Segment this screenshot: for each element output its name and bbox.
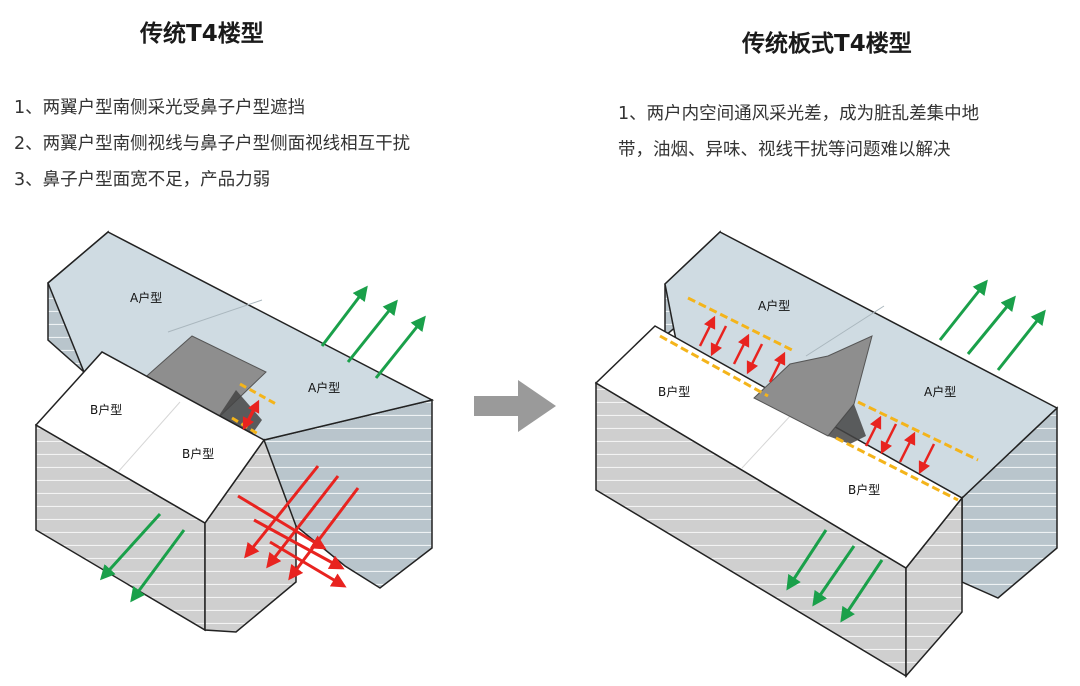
left-notes: 1、两翼户型南侧采光受鼻子户型遮挡 2、两翼户型南侧视线与鼻子户型侧面视线相互干… bbox=[14, 90, 410, 198]
left-red-arrow-1 bbox=[244, 465, 320, 559]
left-label-a1: A户型 bbox=[130, 290, 162, 305]
right-red-arrow-8 bbox=[898, 431, 916, 463]
right-red-arrow-1 bbox=[698, 315, 716, 347]
left-yellow-dash-1 bbox=[239, 382, 277, 406]
left-red-arrow-5 bbox=[253, 518, 345, 570]
right-label-a1: A户型 bbox=[758, 298, 790, 313]
left-a-roof-divider bbox=[167, 299, 263, 333]
right-red-arrow-9 bbox=[918, 443, 936, 475]
right-building: A户型 A户型 B户型 B户型 bbox=[594, 230, 1059, 678]
left-green-arrow-2 bbox=[346, 299, 398, 363]
right-a-roof-divider bbox=[805, 305, 885, 357]
left-green-arrow-4 bbox=[99, 512, 162, 581]
right-green-arrow-2 bbox=[966, 295, 1016, 355]
right-yellow-dash-2 bbox=[659, 334, 769, 398]
right-note-1: 1、两户内空间通风采光差，成为脏乱差集中地 bbox=[618, 104, 980, 124]
right-red-arrow-2 bbox=[710, 325, 728, 357]
right-notes: 1、两户内空间通风采光差，成为脏乱差集中地 带，油烟、异味、视线干扰等问题难以解… bbox=[618, 96, 1066, 168]
right-red-arrow-5 bbox=[768, 351, 786, 383]
left-red-arrow-4 bbox=[237, 494, 327, 550]
right-red-arrow-7 bbox=[880, 423, 898, 455]
right-yellow-dash-1 bbox=[687, 296, 793, 352]
left-red-arrow-2 bbox=[266, 475, 340, 569]
left-note-3: 3、鼻子户型面宽不足，产品力弱 bbox=[14, 170, 271, 190]
right-green-arrow-5 bbox=[812, 545, 856, 607]
left-b-roof-divider bbox=[117, 401, 181, 473]
right-b-roof-divider bbox=[741, 413, 793, 469]
right-yellow-dash-4 bbox=[835, 436, 959, 502]
right-label-b1: B户型 bbox=[658, 384, 690, 399]
left-note-1: 1、两翼户型南侧采光受鼻子户型遮挡 bbox=[14, 98, 306, 118]
right-title: 传统板式T4楼型 bbox=[742, 31, 912, 57]
left-b-wing-roof bbox=[34, 351, 266, 524]
right-red-arrow-3 bbox=[732, 333, 750, 365]
right-red-arrow-6 bbox=[864, 415, 882, 447]
left-label-a2: A户型 bbox=[308, 380, 340, 395]
left-red-arrow-s2 bbox=[242, 403, 258, 431]
left-label-b2: B户型 bbox=[182, 446, 214, 461]
right-core-shadow bbox=[828, 404, 866, 444]
left-label-b1: B户型 bbox=[90, 402, 122, 417]
right-label-b2: B户型 bbox=[848, 482, 880, 497]
transition-arrow-icon bbox=[474, 380, 556, 432]
right-red-arrow-4 bbox=[746, 343, 764, 375]
left-red-arrow-3 bbox=[288, 487, 360, 581]
left-note-2: 2、两翼户型南侧视线与鼻子户型侧面视线相互干扰 bbox=[14, 134, 411, 154]
right-green-arrow-3 bbox=[996, 309, 1046, 371]
right-label-a2: A户型 bbox=[924, 384, 956, 399]
left-red-arrow-6 bbox=[269, 540, 347, 588]
left-building: A户型 A户型 B户型 B户型 bbox=[34, 230, 435, 633]
right-yellow-dash-3 bbox=[857, 400, 979, 462]
right-b-wing-roof bbox=[594, 325, 964, 569]
left-title: 传统T4楼型 bbox=[140, 21, 264, 47]
right-green-arrow-1 bbox=[938, 279, 988, 341]
left-green-arrow-5 bbox=[130, 529, 186, 603]
left-green-arrow-1 bbox=[320, 285, 368, 347]
left-green-arrow-3 bbox=[374, 315, 426, 379]
right-note-2: 带，油烟、异味、视线干扰等问题难以解决 bbox=[618, 140, 951, 160]
right-green-arrow-4 bbox=[786, 529, 828, 591]
right-green-arrow-6 bbox=[840, 559, 884, 623]
